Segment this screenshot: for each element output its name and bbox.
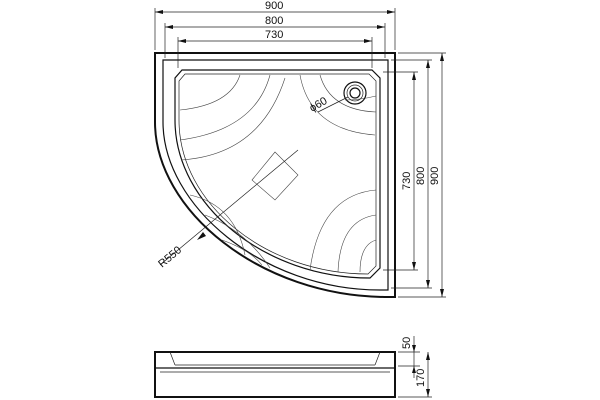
dim-inner-width-label: 730 — [265, 29, 283, 41]
radius-leader-line — [159, 149, 299, 266]
tray-basin-inner-edge — [178, 73, 377, 275]
drain-diameter-label: ϕ60 — [308, 95, 330, 115]
dim-mid-height-label: 800 — [415, 167, 427, 185]
dim-total-height-label: 170 — [415, 369, 427, 387]
drain-leader-line — [317, 96, 349, 113]
dim-outer-height-label: 900 — [429, 167, 441, 185]
tray-basin-outline — [174, 69, 381, 279]
top-dimensions: 900 800 730 — [154, 0, 396, 68]
dim-rim-height-label: 50 — [401, 337, 413, 349]
basin-groove-pattern — [179, 74, 377, 273]
right-dimensions: 730 800 900 — [383, 52, 446, 298]
tray-rim-outline — [162, 59, 389, 291]
dim-inner-height-label: 730 — [401, 172, 413, 190]
tray-outer-outline — [154, 52, 396, 298]
dim-outer-width-label: 900 — [265, 0, 283, 12]
dim-mid-width-label: 800 — [265, 15, 283, 27]
plan-view: ϕ60 R550 — [154, 52, 396, 298]
side-view-outline — [154, 351, 396, 398]
drain-icon — [343, 81, 367, 105]
side-view: 50 170 — [154, 336, 432, 398]
radius-arrowhead — [197, 232, 206, 240]
